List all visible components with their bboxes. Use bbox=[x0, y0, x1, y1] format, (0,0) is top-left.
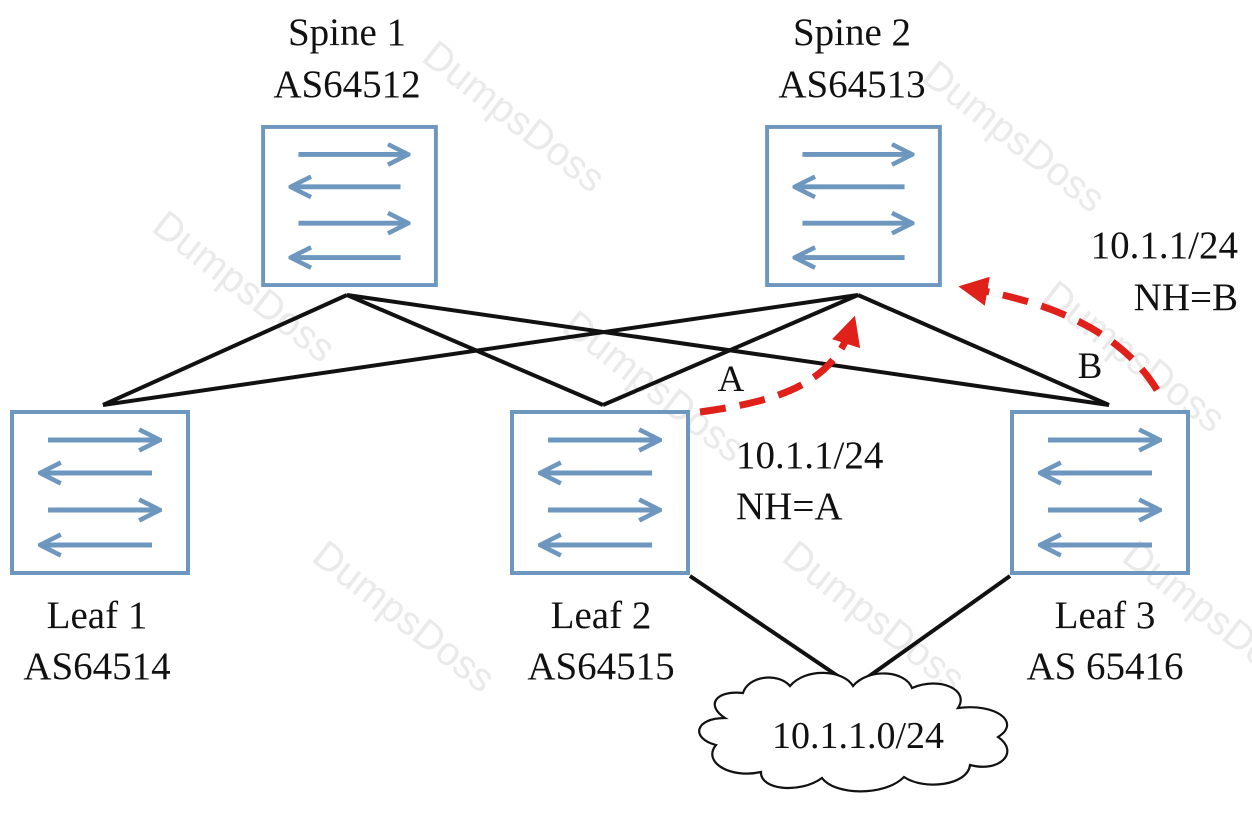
watermark: DumpsDoss bbox=[304, 532, 503, 701]
spine-2-switch-icon bbox=[767, 127, 940, 285]
spine-2-name: Spine 2 bbox=[793, 11, 911, 54]
network-prefix: 10.1.1.0/24 bbox=[772, 715, 944, 757]
link-spine1-leaf1 bbox=[102, 293, 348, 407]
advertisement-arrow-b bbox=[958, 276, 1160, 392]
spine-1-as: AS64512 bbox=[273, 63, 420, 106]
leaf-1-name: Leaf 1 bbox=[47, 594, 148, 637]
fabric-links bbox=[102, 293, 1110, 689]
leaf-1-as: AS64514 bbox=[23, 645, 170, 688]
advertisement-arrow-a bbox=[699, 315, 861, 416]
leaf-1-switch-icon bbox=[12, 412, 188, 573]
route-a-next-hop: NH=A bbox=[736, 485, 843, 528]
network-cloud-icon bbox=[698, 671, 1009, 793]
leaf-2-as: AS64515 bbox=[527, 645, 674, 688]
link-leaf2-network bbox=[688, 574, 856, 689]
watermark: DumpsDoss bbox=[914, 52, 1113, 221]
route-a-prefix: 10.1.1/24 bbox=[736, 434, 883, 477]
link-label-b: B bbox=[1078, 346, 1103, 387]
leaf-2-switch-icon bbox=[512, 412, 688, 573]
spine-1-switch-icon bbox=[263, 127, 436, 285]
spine-2-as: AS64513 bbox=[778, 63, 925, 106]
link-spine2-leaf1 bbox=[102, 293, 859, 407]
leaf-2-name: Leaf 2 bbox=[551, 594, 652, 637]
leaf-3-as: AS 65416 bbox=[1026, 645, 1183, 688]
link-leaf3-network bbox=[852, 574, 1012, 689]
route-b-prefix: 10.1.1/24 bbox=[1091, 224, 1238, 267]
spine-1-name: Spine 1 bbox=[288, 11, 406, 54]
link-spine2-leaf3 bbox=[857, 293, 1110, 407]
link-label-a: A bbox=[718, 359, 745, 400]
route-b-next-hop: NH=B bbox=[1134, 276, 1238, 319]
watermark: DumpsDoss bbox=[414, 32, 613, 201]
leaf-3-name: Leaf 3 bbox=[1055, 594, 1156, 637]
link-spine2-leaf2 bbox=[602, 293, 859, 407]
